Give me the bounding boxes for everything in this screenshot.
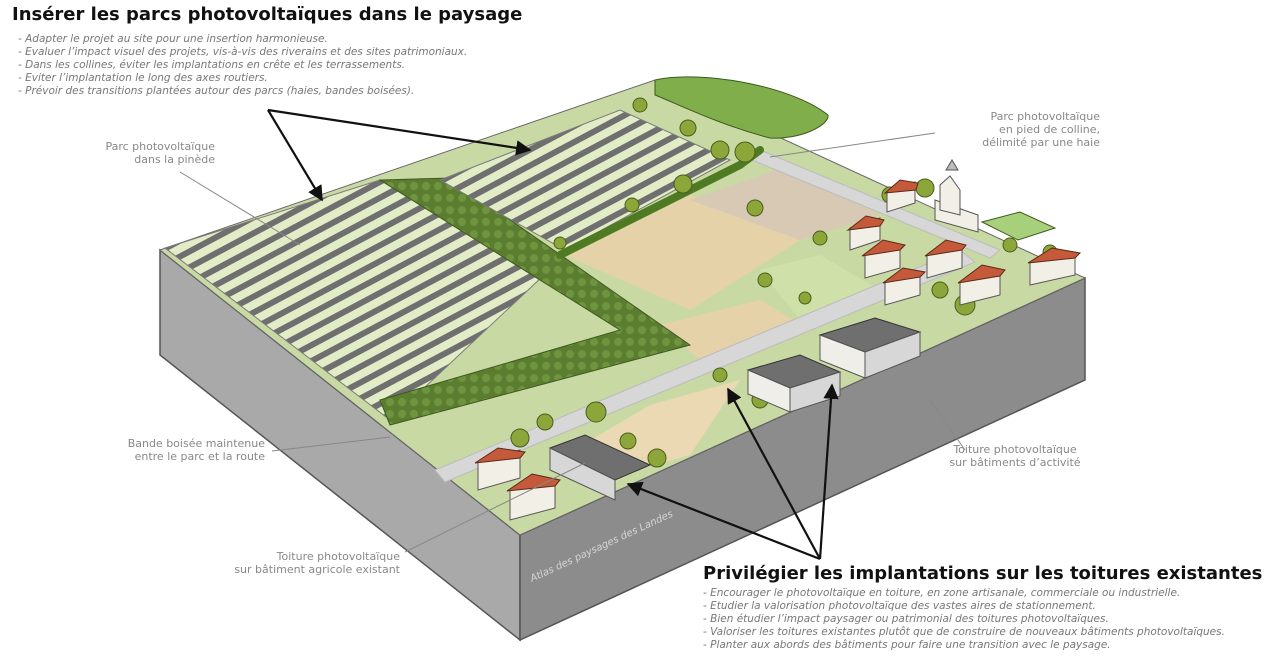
bottom-bullet: - Etudier la valorisation photovoltaïque…	[703, 600, 1096, 612]
field-green-1	[760, 255, 880, 320]
bottom-bullet: - Valoriser les toitures existantes plut…	[703, 626, 1225, 638]
top-bullet: - Evaluer l’impact visuel des projets, v…	[18, 46, 468, 58]
label-bande-boisee: Bande boisée maintenue entre le parc et …	[127, 437, 265, 463]
pv-roof-agricole	[548, 434, 652, 501]
pv-roof-activite	[746, 317, 922, 413]
bottom-bullet: - Encourager le photovoltaïque en toitur…	[703, 587, 1181, 599]
label-toiture-agricole: Toiture photovoltaïque sur bâtiment agri…	[234, 550, 400, 576]
field-beige-4	[660, 300, 810, 360]
top-bullet: - Prévoir des transitions plantées autou…	[18, 85, 415, 97]
bottom-bullet: - Bien étudier l’impact paysager ou patr…	[703, 613, 1109, 625]
leader-lines	[179, 132, 966, 553]
hill	[654, 76, 829, 139]
church	[934, 159, 979, 233]
market-hall-roof	[980, 211, 1057, 241]
top-section-bullets: - Adapter le projet au site pour une ins…	[18, 33, 467, 98]
label-pinede: Parc photovoltaïque dans la pinède	[105, 140, 215, 166]
pv-park-colline	[438, 109, 732, 251]
top-bullet: - Dans les collines, éviter les implanta…	[18, 59, 406, 71]
main-road	[434, 249, 976, 483]
top-section-title: Insérer les parcs photovoltaïques dans l…	[12, 4, 523, 25]
bottom-section-title: Privilégier les implantations sur les to…	[703, 563, 1263, 584]
bottom-section-bullets: - Encourager le photovoltaïque en toitur…	[703, 587, 1225, 652]
label-toiture-activite: Toiture photovoltaïque sur bâtiments d’a…	[949, 443, 1081, 469]
field-beige-2	[690, 165, 880, 240]
label-colline: Parc photovoltaïque en pied de colline, …	[982, 110, 1100, 149]
field-beige-1	[565, 190, 800, 310]
top-bullet: - Adapter le projet au site pour une ins…	[18, 33, 328, 45]
top-bullet: - Eviter l’implantation le long des axes…	[18, 72, 268, 84]
village-houses	[474, 179, 1082, 521]
callout-arrows	[267, 108, 839, 561]
bottom-bullet: - Planter aux abords des bâtiments pour …	[703, 639, 1111, 651]
